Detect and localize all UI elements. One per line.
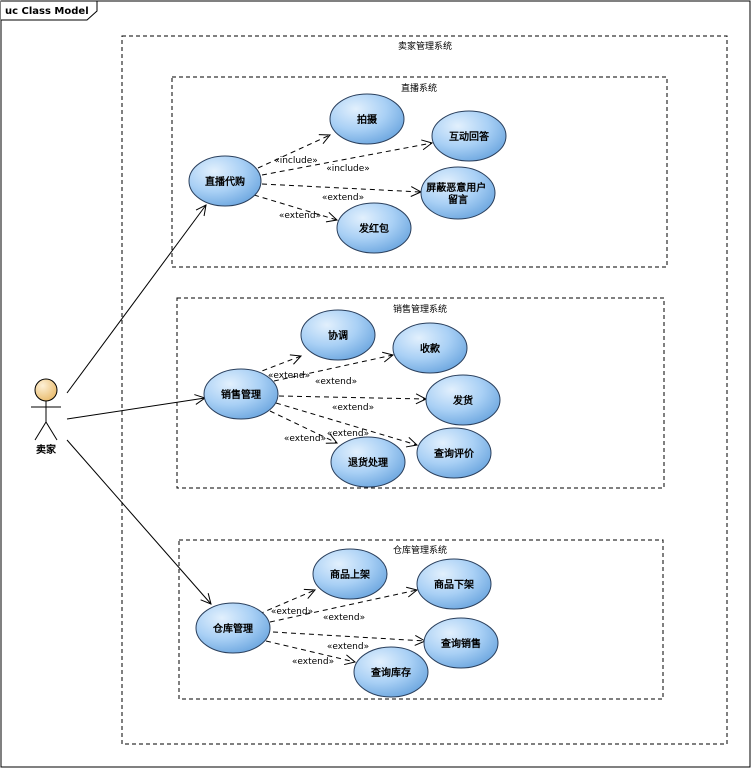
usecase-ship[interactable]: 发货 (425, 374, 501, 426)
usecase-query-sales[interactable]: 查询销售 (423, 617, 499, 669)
usecase-label: 商品下架 (434, 578, 474, 591)
usecase-label: 发红包 (358, 222, 389, 235)
association-actor-warehouse (66, 439, 211, 604)
relation-label: «extend» (322, 193, 364, 203)
usecase-label: 协调 (328, 329, 348, 342)
usecase-label: 仓库管理 (212, 622, 253, 635)
usecase-query-reviews[interactable]: 查询评价 (416, 427, 492, 479)
relation-label: «extend» (327, 429, 369, 439)
relation-line (269, 590, 417, 623)
relation-line (275, 402, 417, 445)
usecase-block-malicious-comments[interactable]: 屏蔽恶意用户 留言 (420, 166, 496, 220)
subsystem-sales-boundary (176, 297, 665, 489)
usecase-filming[interactable]: 拍摄 (329, 93, 405, 145)
relation-label: «extend» (332, 403, 374, 413)
relation-label: «extend» (279, 211, 321, 221)
relation-label: «extend» (271, 607, 313, 617)
association-actor-sales (66, 398, 205, 420)
relation-line (257, 135, 330, 169)
usecase-coordinate[interactable]: 协调 (300, 309, 376, 361)
relation-line (265, 640, 355, 662)
usecase-collect-payment[interactable]: 收款 (392, 322, 468, 374)
usecase-delist-product[interactable]: 商品下架 (416, 558, 492, 610)
relation-label: «extend» (327, 642, 369, 652)
warehouse-relations: «extend» «extend» «extend» «extend» (258, 590, 425, 667)
usecase-label-line: 留言 (448, 193, 468, 206)
usecase-label-line: 屏蔽恶意用户 (425, 181, 486, 194)
relation-line (269, 410, 337, 443)
relation-line (261, 143, 432, 176)
relation-label: «extend» (323, 613, 365, 623)
usecase-label: 拍摄 (357, 113, 378, 126)
subsystem-warehouse: 仓库管理系统 (178, 539, 664, 700)
subsystem-sales-title: 销售管理系统 (393, 303, 447, 315)
subsystem-live-title: 直播系统 (401, 82, 437, 94)
usecase-query-inventory[interactable]: 查询库存 (353, 646, 429, 698)
subsystem-warehouse-boundary (178, 539, 664, 700)
relation-label: «include» (274, 156, 318, 166)
relation-line (278, 396, 426, 399)
usecase-red-envelope[interactable]: 发红包 (336, 202, 412, 254)
actor-seller[interactable]: 卖家 (31, 378, 61, 456)
usecase-label: 发货 (452, 394, 473, 407)
relation-label: «extend» (315, 377, 357, 387)
usecase-label: 查询库存 (370, 666, 411, 679)
usecase-live-purchase[interactable]: 直播代购 (188, 155, 262, 207)
usecase-interactive-answer[interactable]: 互动回答 (431, 110, 507, 162)
frame-title-tab (1, 0, 98, 21)
usecase-returns[interactable]: 退货处理 (330, 436, 406, 488)
relation-label: «include» (326, 164, 370, 174)
frame-title: uc Class Model (5, 6, 89, 17)
usecase-sales-management[interactable]: 销售管理 (203, 368, 279, 420)
sales-relations: «extend» «extend» «extend» «extend» «ext… (253, 355, 426, 445)
association-actor-live (66, 205, 206, 394)
relation-line (258, 590, 315, 615)
subsystem-live-boundary (171, 76, 668, 268)
relation-label: «extend» (292, 657, 334, 667)
actor-head-icon (34, 378, 58, 402)
subsystem-sales: 销售管理系统 (176, 297, 665, 489)
usecase-label: 商品上架 (330, 568, 370, 581)
usecase-label: 收款 (420, 342, 441, 355)
usecase-label: 销售管理 (221, 388, 261, 401)
live-relations: «include» «include» «extend» «extend» (253, 135, 432, 221)
usecase-label: 屏蔽恶意用户 留言 (425, 181, 489, 206)
system-boundary-title: 卖家管理系统 (398, 40, 452, 52)
usecase-label: 直播代购 (205, 175, 245, 188)
relation-line (272, 631, 425, 641)
subsystem-live: 直播系统 (171, 76, 668, 268)
system-boundary (121, 35, 728, 745)
usecase-label: 互动回答 (449, 130, 490, 143)
usecase-warehouse-management[interactable]: 仓库管理 (195, 602, 271, 654)
relation-line (253, 194, 337, 220)
relation-label: «extend» (268, 371, 310, 381)
usecase-label: 退货处理 (348, 456, 388, 469)
usecase-label: 查询销售 (440, 637, 481, 650)
relation-label: «extend» (284, 434, 326, 444)
actor-label: 卖家 (36, 443, 57, 456)
relation-line (273, 355, 393, 382)
usecase-label: 查询评价 (433, 447, 475, 460)
subsystem-warehouse-title: 仓库管理系统 (393, 544, 447, 556)
usecase-list-product[interactable]: 商品上架 (312, 548, 388, 600)
